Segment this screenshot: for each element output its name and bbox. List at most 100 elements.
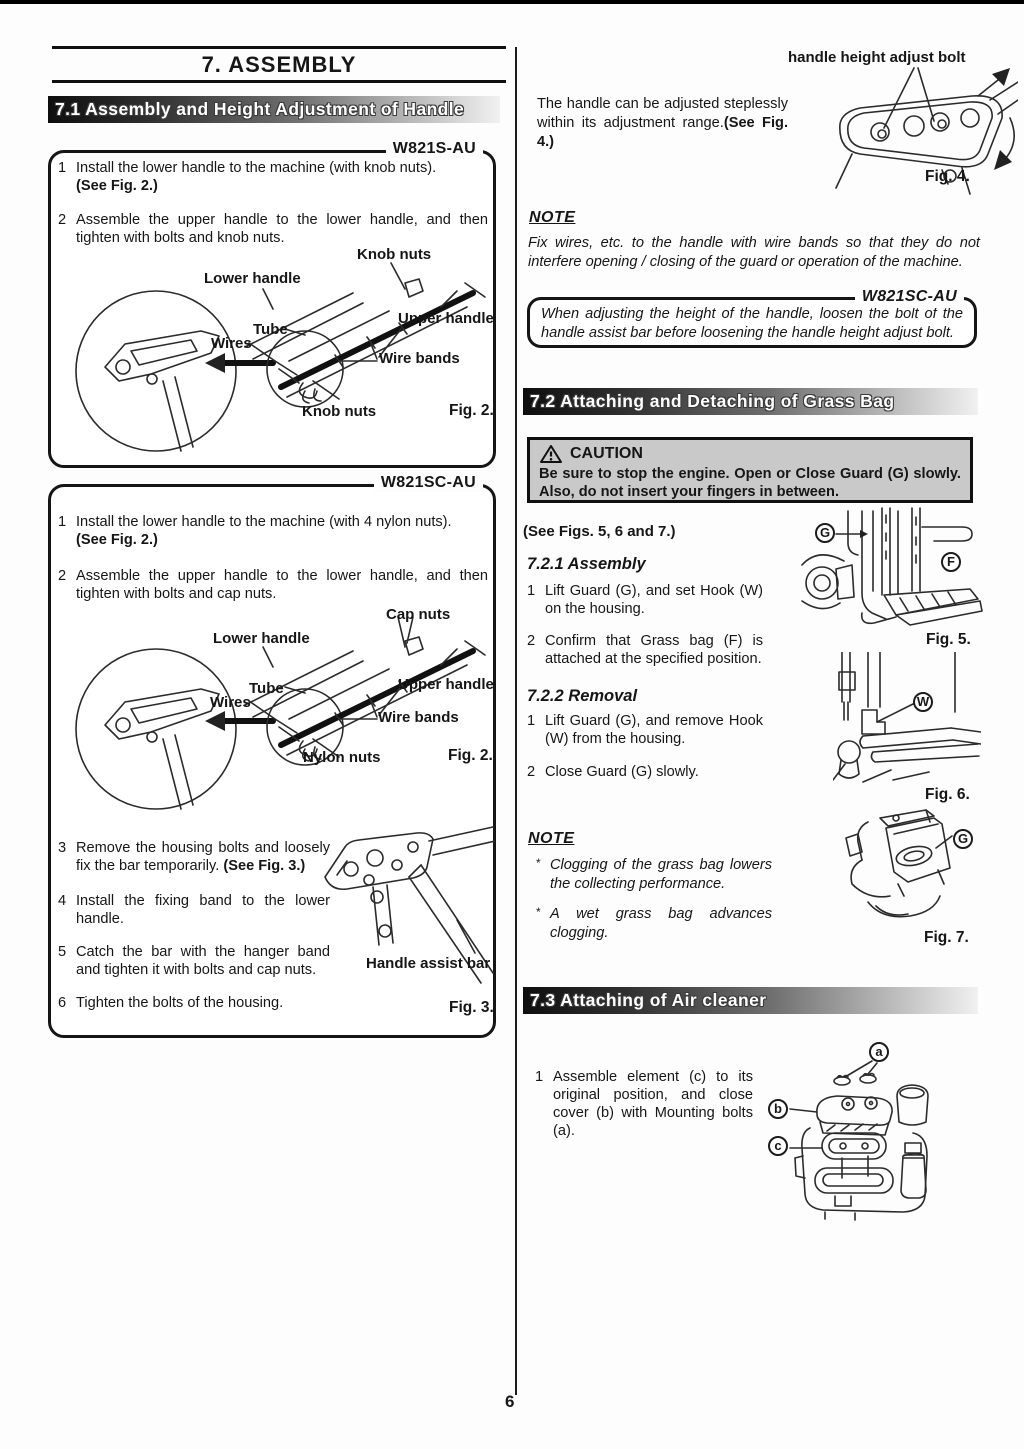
fig2-label-tube: Tube <box>253 321 288 338</box>
step-number: 2 <box>527 633 536 649</box>
fig2-label-knob-nuts-top: Knob nuts <box>357 246 432 263</box>
step-body: Lift Guard (G), and remove Hook (W) from… <box>545 713 763 748</box>
fig5-caption: Fig. 5. <box>926 631 971 648</box>
bullet-text: A wet grass bag advances clogging. <box>550 906 772 941</box>
note-text: Fix wires, etc. to the handle with wire … <box>528 235 980 270</box>
step-item: 4 Install the fixing band to the lower h… <box>58 892 330 928</box>
air-element-label: c <box>768 1136 788 1156</box>
air-cover-label: b <box>768 1099 788 1119</box>
step-item: 1 Assemble element (c) to its original p… <box>535 1068 753 1140</box>
step-body: Catch the bar with the hanger band and t… <box>76 944 330 979</box>
step-body: Install the fixing band to the lower han… <box>76 893 330 928</box>
step-number: 1 <box>527 713 536 729</box>
fig2-label-lower-handle: Lower handle <box>213 630 310 647</box>
step-item: 2 Assemble the upper handle to the lower… <box>58 567 488 603</box>
step-number: 6 <box>58 995 67 1011</box>
fig5-grassbag-label: F <box>941 552 961 572</box>
fig5-diagram <box>801 507 983 626</box>
step-body: Assemble the upper handle to the lower h… <box>76 568 488 603</box>
step-item: 1 Install the lower handle to the machin… <box>58 159 488 195</box>
model-label-w821sc-au-note: W821SC-AU <box>854 287 964 308</box>
caution-header: CAUTION <box>539 444 961 464</box>
fig7-guard-label: G <box>953 829 973 849</box>
section-7-1-heading: 7.1 Assembly and Height Adjustment of Ha… <box>48 96 500 123</box>
w821sc-au-note-box: W821SC-AU When adjusting the height of t… <box>527 287 977 348</box>
warning-triangle-icon <box>540 445 562 463</box>
step-body: Install the lower handle to the machine … <box>76 160 437 176</box>
fig2-caption: Fig. 2. <box>449 402 494 419</box>
step-item: 3 Remove the housing bolts and loosely f… <box>58 839 330 875</box>
fig2-label-lower-handle: Lower handle <box>204 270 301 287</box>
fig6-diagram <box>833 652 981 783</box>
fig3-diagram <box>324 826 495 984</box>
fig2-label-wire-bands: Wire bands <box>379 350 460 367</box>
page-number: 6 <box>505 1392 515 1411</box>
fig3-label-handle-assist-bar: Handle assist bar <box>366 955 491 972</box>
step-text: Install the lower handle to the machine … <box>76 513 488 549</box>
step-fig-ref: (See Fig. 2.) <box>76 532 158 549</box>
bullet-text: Clogging of the grass bag lowers the col… <box>550 857 772 892</box>
page-title: 7. ASSEMBLY <box>201 52 357 77</box>
fig5-guard-label: G <box>815 523 835 543</box>
section-7-3-heading: 7.3 Attaching of Air cleaner <box>523 987 978 1014</box>
fig6-hook-label: W <box>913 692 933 712</box>
fig2-label-wires: Wires <box>210 694 251 711</box>
fig2-label-wire-bands: Wire bands <box>378 709 459 726</box>
caution-text: Be sure to stop the engine. Open or Clos… <box>539 466 961 501</box>
step-item: 5 Catch the bar with the hanger band and… <box>58 943 330 979</box>
step-number: 5 <box>58 944 67 960</box>
fig4-caption: Fig. 4. <box>925 168 970 185</box>
model-label-w821s-au: W821S-AU <box>385 140 483 158</box>
fig6-caption: Fig. 6. <box>925 786 970 803</box>
fig2-label-tube: Tube <box>249 680 284 697</box>
step-body: Remove the housing bolts and loosely fix… <box>76 840 330 875</box>
fig4-label-handle-height-adjust-bolt: handle height adjust bolt <box>788 49 966 66</box>
fig7-caption: Fig. 7. <box>924 929 969 946</box>
paragraph-text: The handle can be adjusted steplessly wi… <box>537 96 788 131</box>
page-title-block: 7. ASSEMBLY <box>52 46 506 83</box>
column-divider <box>515 47 517 1395</box>
step-fig-ref: (See Fig. 2.) <box>76 178 158 195</box>
model-label-w821sc-au: W821SC-AU <box>373 474 483 492</box>
bullet-marker: * <box>536 905 541 919</box>
step-item: 2 Close Guard (G) slowly. <box>527 763 763 781</box>
note-title: NOTE <box>528 830 575 847</box>
step-body: Close Guard (G) slowly. <box>545 764 699 780</box>
fig2-sc-caption: Fig. 2. <box>448 747 493 764</box>
fig2-label-nylon-nuts: Nylon nuts <box>303 749 381 766</box>
step-number: 1 <box>535 1069 544 1085</box>
fig2-diagram <box>75 262 486 452</box>
step-body: Lift Guard (G), and set Hook (W) on the … <box>545 583 763 618</box>
fig2-label-upper-handle: Upper handle <box>398 310 494 327</box>
w821s-au-box: W821S-AU 1 Install the lower handle to t… <box>48 140 496 468</box>
step-item: 6 Tighten the bolts of the housing. <box>58 994 330 1012</box>
note-bullet: * Clogging of the grass bag lowers the c… <box>536 856 772 894</box>
handle-adjust-paragraph: The handle can be adjusted steplessly wi… <box>537 95 788 152</box>
air-cleaner-diagram <box>789 1060 929 1221</box>
step-item: 1 Lift Guard (G), and remove Hook (W) fr… <box>527 712 763 748</box>
step-number: 3 <box>58 840 67 856</box>
step-body: Assemble element (c) to its original pos… <box>553 1069 753 1140</box>
fig2-sc-diagram <box>75 616 486 810</box>
step-number: 1 <box>58 160 67 176</box>
fig2-label-wires: Wires <box>211 335 252 352</box>
subsection-7-2-1-title: 7.2.1 Assembly <box>527 555 646 573</box>
step-item: 1 Install the lower handle to the machin… <box>58 513 488 549</box>
step-item: 1 Lift Guard (G), and set Hook (W) on th… <box>527 582 763 618</box>
step-text: Remove the housing bolts and loosely fix… <box>76 839 330 875</box>
fig2-label-knob-nuts-bottom: Knob nuts <box>302 403 377 420</box>
w821sc-au-box: W821SC-AU 1 Install the lower handle to … <box>48 474 496 1038</box>
note-title: NOTE <box>529 209 576 226</box>
step-number: 2 <box>58 568 67 584</box>
caution-box: CAUTION Be sure to stop the engine. Open… <box>527 437 973 503</box>
fig2-label-upper-handle: Upper handle <box>398 676 494 693</box>
step-item: 2 Confirm that Grass bag (F) is attached… <box>527 632 763 668</box>
step-fig-ref: (See Fig. 3.) <box>223 858 306 875</box>
subsection-7-2-2-title: 7.2.2 Removal <box>527 687 638 705</box>
step-body: Confirm that Grass bag (F) is attached a… <box>545 633 763 668</box>
step-number: 1 <box>527 583 536 599</box>
fig7-diagram <box>845 809 953 918</box>
step-text: Install the lower handle to the machine … <box>76 159 488 195</box>
step-body: Tighten the bolts of the housing. <box>76 995 284 1011</box>
